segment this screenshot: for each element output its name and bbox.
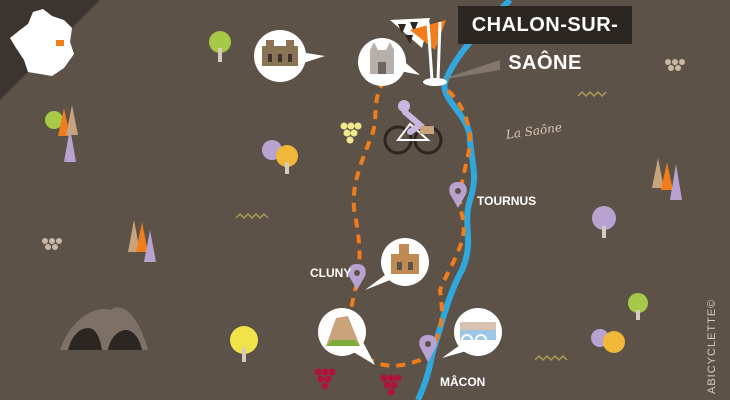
rock-icon bbox=[318, 308, 375, 365]
tree-icon bbox=[45, 31, 682, 362]
credit-text: ABICYCLETTE© bbox=[706, 298, 718, 394]
town-label-macon: MÂCON bbox=[440, 375, 486, 389]
pin-macon bbox=[419, 335, 437, 362]
castle-icon bbox=[254, 30, 325, 82]
pin-tournus bbox=[449, 182, 467, 208]
cathedral-icon bbox=[358, 38, 420, 86]
pin-cluny bbox=[348, 264, 366, 290]
grapes-icon bbox=[314, 122, 402, 396]
finish-flag-icon bbox=[390, 18, 500, 86]
stones-decoration bbox=[42, 59, 685, 250]
abbey-icon bbox=[365, 238, 429, 290]
cave-icon bbox=[60, 307, 148, 350]
france-map-icon bbox=[10, 9, 74, 76]
town-label-tournus: TOURNUS bbox=[477, 194, 537, 208]
cyclist-icon bbox=[383, 100, 443, 155]
bridge-icon bbox=[442, 308, 502, 358]
town-label-cluny: CLUNY bbox=[310, 266, 352, 280]
grass-decoration bbox=[235, 90, 607, 362]
destination-title: CHALON-SUR-SAÔNE bbox=[458, 6, 632, 74]
